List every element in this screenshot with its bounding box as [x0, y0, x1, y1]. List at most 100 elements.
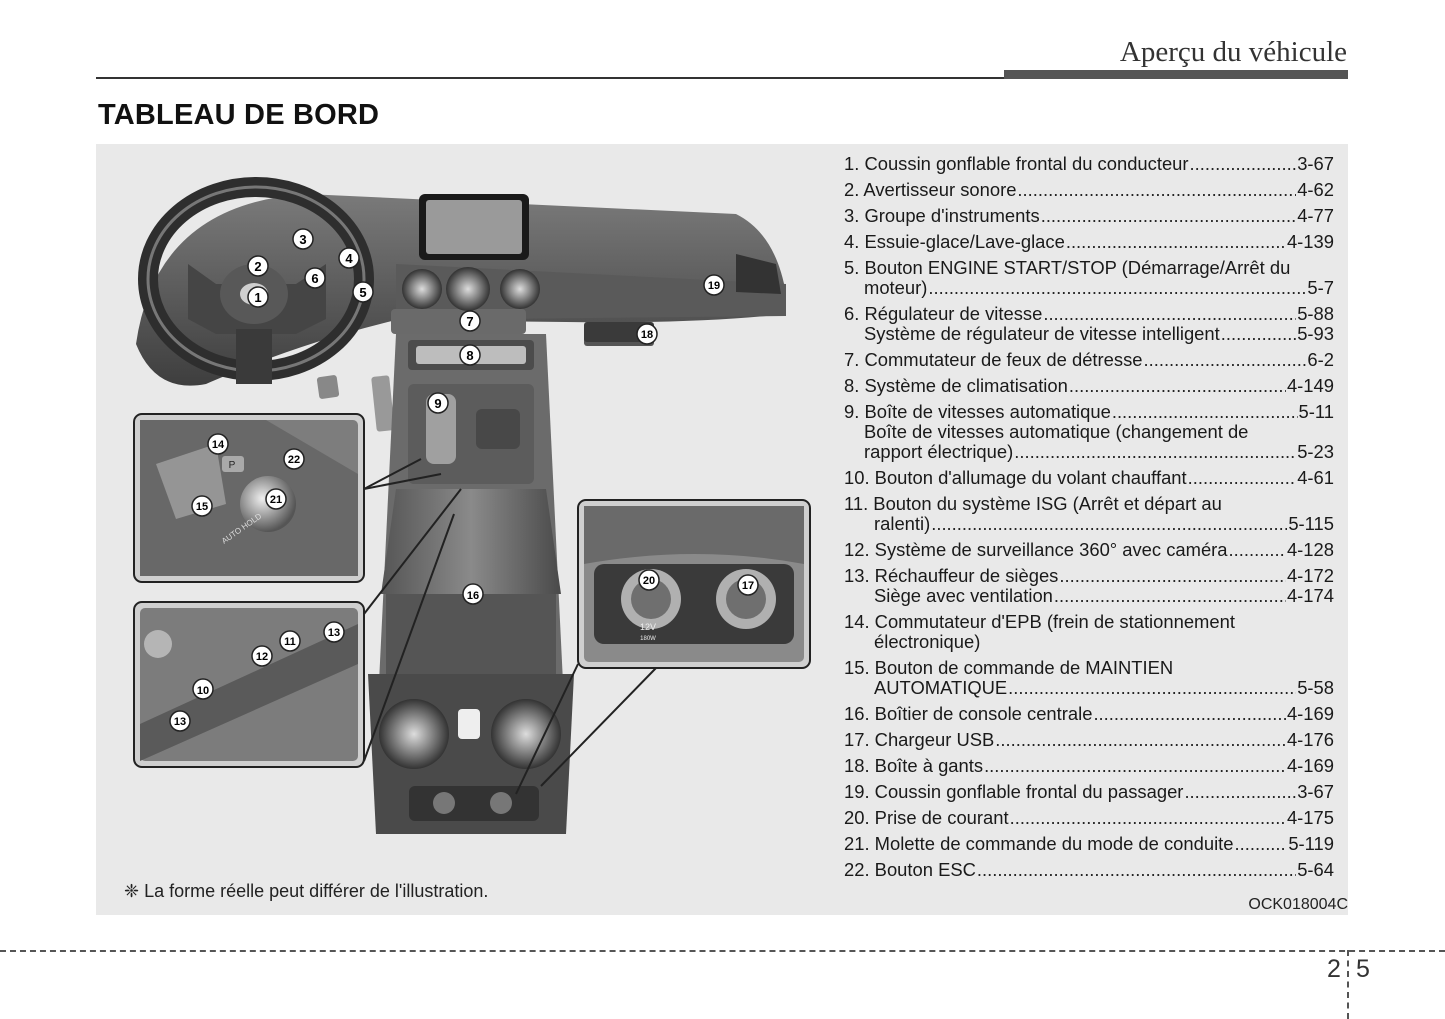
- legend-line: 19. Coussin gonflable frontal du passage…: [844, 782, 1334, 802]
- legend-line: 6. Régulateur de vitesse5-88: [844, 304, 1334, 324]
- legend-page-ref: 5-58: [1297, 677, 1334, 698]
- legend-page-ref: 5-93: [1297, 323, 1334, 344]
- legend-line: électronique): [844, 632, 1334, 652]
- legend-leader-dots: [1010, 808, 1286, 828]
- legend-label: 1. Coussin gonflable frontal du conducte…: [844, 153, 1189, 174]
- legend-page-ref: 4-77: [1297, 205, 1334, 226]
- legend-label: 4. Essuie-glace/Lave-glace: [844, 231, 1065, 252]
- legend-line: 11. Bouton du système ISG (Arrêt et dépa…: [844, 494, 1334, 514]
- footer-dashed-rule: [0, 950, 1445, 952]
- legend-page-ref: 3-67: [1297, 781, 1334, 802]
- callout-7: 7: [459, 310, 481, 332]
- legend-leader-dots: [1093, 704, 1286, 724]
- callout-5: 5: [352, 281, 374, 303]
- legend-line: Boîte de vitesses automatique (changemen…: [844, 422, 1334, 442]
- legend-item: 2. Avertisseur sonore 4-62: [844, 180, 1334, 200]
- legend-leader-dots: [1221, 324, 1296, 344]
- legend-leader-dots: [1188, 468, 1297, 488]
- legend-page-ref: 5-115: [1288, 513, 1334, 534]
- svg-text:17: 17: [742, 580, 754, 592]
- callout-3: 3: [292, 228, 314, 250]
- callout-4: 4: [338, 247, 360, 269]
- callout-16: 16: [462, 583, 484, 605]
- legend-page-ref: 4-175: [1286, 807, 1334, 828]
- legend-line: 14. Commutateur d'EPB (frein de stationn…: [844, 612, 1334, 632]
- legend-item: 18. Boîte à gants4-169: [844, 756, 1334, 776]
- legend-label: 2. Avertisseur sonore: [844, 179, 1017, 200]
- svg-text:15: 15: [196, 501, 208, 513]
- legend-label: Boîte de vitesses automatique (changemen…: [864, 421, 1249, 442]
- legend-line: moteur)5-7: [844, 278, 1334, 298]
- legend-leader-dots: [1144, 350, 1307, 370]
- legend-line: 9. Boîte de vitesses automatique 5-11: [844, 402, 1334, 422]
- legend-leader-dots: [1184, 782, 1296, 802]
- callout-21: 21: [265, 488, 287, 510]
- legend-label: 17. Chargeur USB: [844, 729, 995, 750]
- content-panel: P AUTO HOLD 12V 180W: [96, 144, 1348, 915]
- page-number-separator: [1347, 950, 1349, 1019]
- legend-label: 9. Boîte de vitesses automatique: [844, 401, 1111, 422]
- inset-switch-panel: [133, 488, 462, 768]
- legend-line: 5. Bouton ENGINE START/STOP (Démarrage/A…: [844, 258, 1334, 278]
- svg-text:18: 18: [641, 329, 653, 341]
- legend-page-ref: 5-11: [1298, 401, 1334, 422]
- center-display: [419, 194, 529, 260]
- legend-item: 19. Coussin gonflable frontal du passage…: [844, 782, 1334, 802]
- header-rule-thick: [1004, 70, 1348, 79]
- legend-leader-dots: [1069, 376, 1286, 396]
- callout-18: 18: [636, 323, 658, 345]
- legend-label: 7. Commutateur de feux de détresse: [844, 349, 1143, 370]
- callout-13: 13: [323, 621, 345, 643]
- legend-line: 15. Bouton de commande de MAINTIEN: [844, 658, 1334, 678]
- svg-text:8: 8: [466, 348, 473, 363]
- callout-2: 2: [247, 255, 269, 277]
- footnote: ❈ La forme réelle peut différer de l'ill…: [124, 881, 489, 901]
- legend-page-ref: 4-62: [1297, 179, 1334, 200]
- callout-6: 6: [304, 267, 326, 289]
- svg-text:10: 10: [197, 685, 209, 697]
- callout-15: 15: [191, 495, 213, 517]
- legend-item: 3. Groupe d'instruments 4-77: [844, 206, 1334, 226]
- legend-item: 14. Commutateur d'EPB (frein de stationn…: [844, 612, 1334, 652]
- legend-leader-dots: [1014, 442, 1296, 462]
- legend-line: 12. Système de surveillance 360° avec ca…: [844, 540, 1334, 560]
- svg-text:11: 11: [284, 636, 296, 648]
- glove-box: [584, 322, 654, 342]
- legend-label: Siège avec ventilation: [874, 585, 1053, 606]
- legend-label: ralenti): [874, 513, 931, 534]
- legend-line: rapport électrique)5-23: [844, 442, 1334, 462]
- callout-markers: 1 2 3 4 5 6 7 8 9 10 11 12 13 14 15 16 1…: [169, 228, 759, 732]
- legend-line: Siège avec ventilation4-174: [844, 586, 1334, 606]
- legend-line: 3. Groupe d'instruments 4-77: [844, 206, 1334, 226]
- legend-label: électronique): [874, 631, 981, 652]
- outlet-sub-label: 180W: [640, 636, 656, 642]
- legend-leader-dots: [977, 860, 1296, 880]
- dashboard-vents: [402, 267, 540, 311]
- svg-text:14: 14: [212, 439, 225, 451]
- legend-line: 16. Boîtier de console centrale4-169: [844, 704, 1334, 724]
- svg-text:19: 19: [708, 280, 720, 292]
- legend-page-ref: 5-119: [1288, 833, 1334, 854]
- legend-page-ref: 4-149: [1286, 375, 1334, 396]
- callout-14: 14: [207, 433, 229, 455]
- svg-text:4: 4: [345, 251, 353, 266]
- svg-text:3: 3: [299, 232, 306, 247]
- callout-1: 1: [247, 286, 269, 308]
- legend-line: ralenti) 5-115: [844, 514, 1334, 534]
- legend-line: 17. Chargeur USB4-176: [844, 730, 1334, 750]
- legend-item: 21. Molette de commande du mode de condu…: [844, 834, 1334, 854]
- legend-label: 3. Groupe d'instruments: [844, 205, 1040, 226]
- legend-page-ref: 4-61: [1297, 467, 1334, 488]
- callout-10: 10: [192, 678, 214, 700]
- legend-item: 9. Boîte de vitesses automatique 5-11Boît…: [844, 402, 1334, 462]
- legend-leader-dots: [1059, 566, 1286, 586]
- legend-label: 12. Système de surveillance 360° avec ca…: [844, 539, 1228, 560]
- legend-item: 17. Chargeur USB4-176: [844, 730, 1334, 750]
- legend-line: 2. Avertisseur sonore 4-62: [844, 180, 1334, 200]
- legend-line: 20. Prise de courant4-175: [844, 808, 1334, 828]
- legend-label: 15. Bouton de commande de MAINTIEN: [844, 657, 1174, 678]
- callout-13-lower: 13: [169, 710, 191, 732]
- callout-20: 20: [638, 569, 660, 591]
- legend-item: 22. Bouton ESC5-64: [844, 860, 1334, 880]
- svg-text:12: 12: [256, 651, 268, 663]
